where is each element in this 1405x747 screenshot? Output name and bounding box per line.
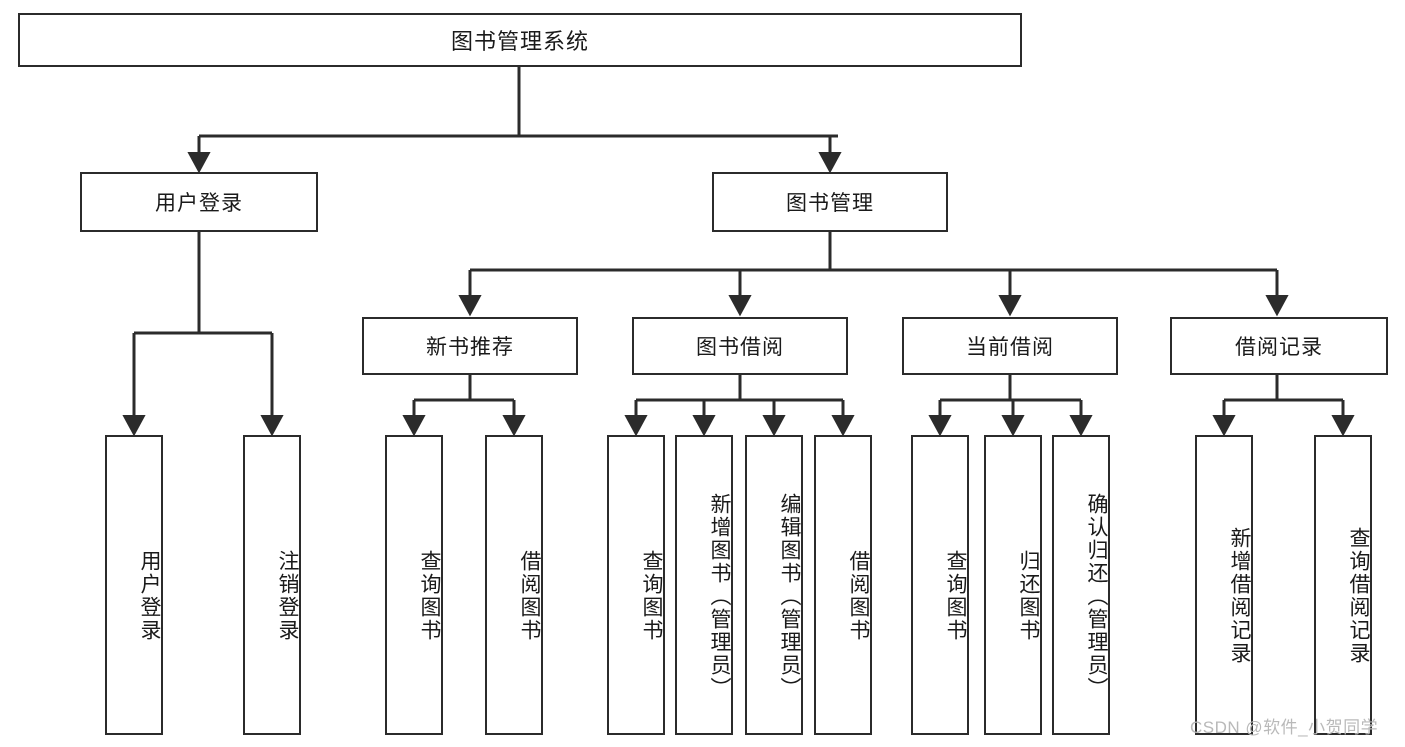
node-root[interactable]: 图书管理系统: [18, 13, 1022, 67]
node-new-book-recommend[interactable]: 新书推荐: [362, 317, 578, 375]
node-leaf-logout-login[interactable]: 注销登录: [243, 435, 301, 735]
node-leaf-query-record-label: 查询借阅记录: [1347, 527, 1370, 665]
node-borrow-record-label: 借阅记录: [1235, 336, 1323, 359]
node-user-login-label: 用户登录: [155, 192, 243, 215]
node-leaf-query-book-1[interactable]: 查询图书: [385, 435, 443, 735]
node-leaf-confirm-return-label: 确认归还（管理员）: [1085, 492, 1108, 700]
node-leaf-borrow-book-2-label: 借阅图书: [847, 550, 870, 642]
node-leaf-query-book-2[interactable]: 查询图书: [607, 435, 665, 735]
node-leaf-add-book[interactable]: 新增图书（管理员）: [675, 435, 733, 735]
node-current-borrow[interactable]: 当前借阅: [902, 317, 1118, 375]
node-current-borrow-label: 当前借阅: [966, 336, 1054, 359]
node-leaf-logout-login-label: 注销登录: [276, 550, 299, 642]
node-borrow-record[interactable]: 借阅记录: [1170, 317, 1388, 375]
node-leaf-add-record[interactable]: 新增借阅记录: [1195, 435, 1253, 735]
node-leaf-query-book-3[interactable]: 查询图书: [911, 435, 969, 735]
node-leaf-edit-book-label: 编辑图书（管理员）: [778, 492, 801, 700]
node-leaf-borrow-book-2[interactable]: 借阅图书: [814, 435, 872, 735]
node-leaf-user-login[interactable]: 用户登录: [105, 435, 163, 735]
node-leaf-return-book[interactable]: 归还图书: [984, 435, 1042, 735]
node-leaf-add-book-label: 新增图书（管理员）: [708, 492, 731, 700]
node-leaf-confirm-return[interactable]: 确认归还（管理员）: [1052, 435, 1110, 735]
node-leaf-query-book-3-label: 查询图书: [944, 550, 967, 642]
node-root-label: 图书管理系统: [450, 29, 589, 54]
node-leaf-return-book-label: 归还图书: [1017, 550, 1040, 642]
node-book-borrow[interactable]: 图书借阅: [632, 317, 848, 375]
csdn-watermark: CSDN @软件_小贺同学: [1190, 718, 1379, 737]
node-book-management[interactable]: 图书管理: [712, 172, 948, 232]
node-new-book-recommend-label: 新书推荐: [426, 336, 514, 359]
node-leaf-borrow-book-1[interactable]: 借阅图书: [485, 435, 543, 735]
node-book-borrow-label: 图书借阅: [696, 336, 784, 359]
node-leaf-add-record-label: 新增借阅记录: [1228, 527, 1251, 665]
node-leaf-user-login-label: 用户登录: [138, 550, 161, 642]
node-leaf-query-book-2-label: 查询图书: [640, 550, 663, 642]
node-user-login[interactable]: 用户登录: [80, 172, 318, 232]
node-leaf-query-record[interactable]: 查询借阅记录: [1314, 435, 1372, 735]
node-leaf-query-book-1-label: 查询图书: [418, 550, 441, 642]
node-leaf-borrow-book-1-label: 借阅图书: [518, 550, 541, 642]
node-book-management-label: 图书管理: [786, 192, 874, 215]
node-leaf-edit-book[interactable]: 编辑图书（管理员）: [745, 435, 803, 735]
